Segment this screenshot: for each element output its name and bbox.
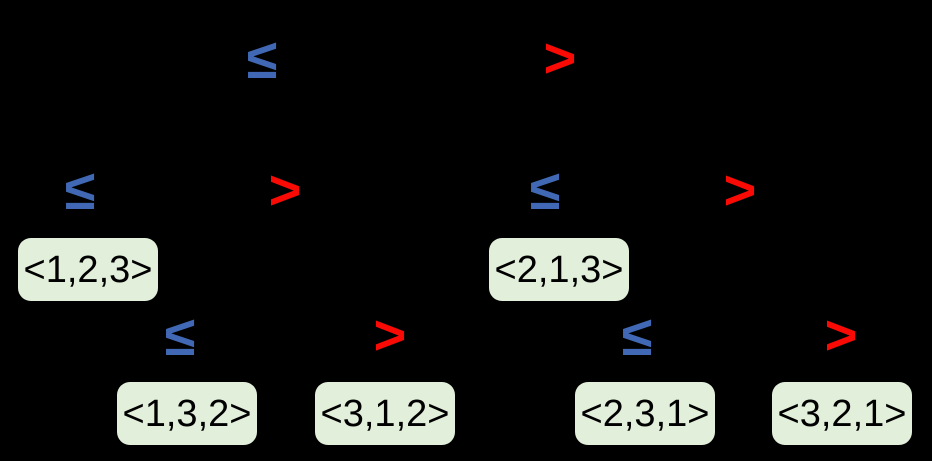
- leaf-box-132: <1,3,2>: [117, 382, 257, 445]
- gt-label-left-bottom: >: [373, 303, 407, 366]
- gt-label-right-subtree: >: [723, 158, 757, 221]
- gt-label-right-bottom: >: [824, 303, 858, 366]
- le-label-left-subtree: ≤: [64, 158, 96, 221]
- leaf-box-123: <1,2,3>: [18, 238, 158, 301]
- le-label-right-bottom: ≤: [621, 304, 653, 367]
- le-label-root-left: ≤: [246, 27, 278, 90]
- leaf-label: <2,3,1>: [580, 392, 710, 435]
- gt-label-left-subtree: >: [268, 158, 302, 221]
- le-label-left-bottom: ≤: [164, 304, 196, 367]
- leaf-box-213: <2,1,3>: [489, 238, 629, 301]
- le-label-right-subtree: ≤: [529, 158, 561, 221]
- gt-label-root-right: >: [543, 26, 577, 89]
- leaf-box-231: <2,3,1>: [575, 382, 715, 445]
- leaf-label: <3,1,2>: [320, 392, 450, 435]
- leaf-label: <1,3,2>: [122, 392, 252, 435]
- leaf-box-312: <3,1,2>: [315, 382, 455, 445]
- leaf-box-321: <3,2,1>: [772, 382, 912, 445]
- leaf-label: <2,1,3>: [494, 248, 624, 291]
- leaf-label: <3,2,1>: [777, 392, 907, 435]
- leaf-label: <1,2,3>: [23, 248, 153, 291]
